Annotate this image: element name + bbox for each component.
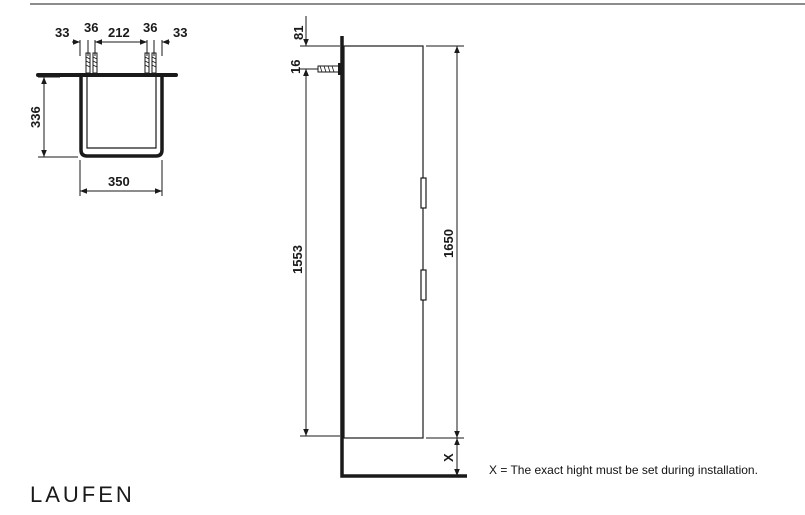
brand-logo: LAUFEN [30, 482, 135, 507]
dim-total-height: 1650 [441, 229, 456, 258]
installation-note: X = The exact hight must be set during i… [489, 463, 758, 477]
dim-top-1: 33 [55, 25, 69, 40]
top-view: 33 36 212 36 33 336 350 [28, 20, 187, 196]
dim-bracket: 16 [288, 60, 303, 74]
dim-top-4: 36 [143, 20, 157, 35]
dim-top-5: 33 [173, 25, 187, 40]
cabinet-outline-top [79, 75, 164, 158]
front-view: 81 16 1553 1650 X [288, 16, 467, 478]
dim-width: 350 [108, 174, 130, 189]
wall-floor [340, 36, 467, 478]
dim-top-2: 36 [84, 20, 98, 35]
handle-lower [420, 269, 427, 301]
dim-floor-gap: X [441, 453, 456, 462]
wall-bracket [317, 63, 342, 75]
dim-mount-height: 1553 [290, 245, 305, 274]
dim-top-3: 212 [108, 25, 130, 40]
cabinet-side [343, 45, 424, 439]
dim-top-offset: 81 [291, 26, 306, 40]
handle-upper [420, 177, 427, 209]
header-rule [30, 3, 805, 5]
cabinet-inner-top [86, 75, 157, 149]
dim-depth: 336 [28, 106, 43, 128]
